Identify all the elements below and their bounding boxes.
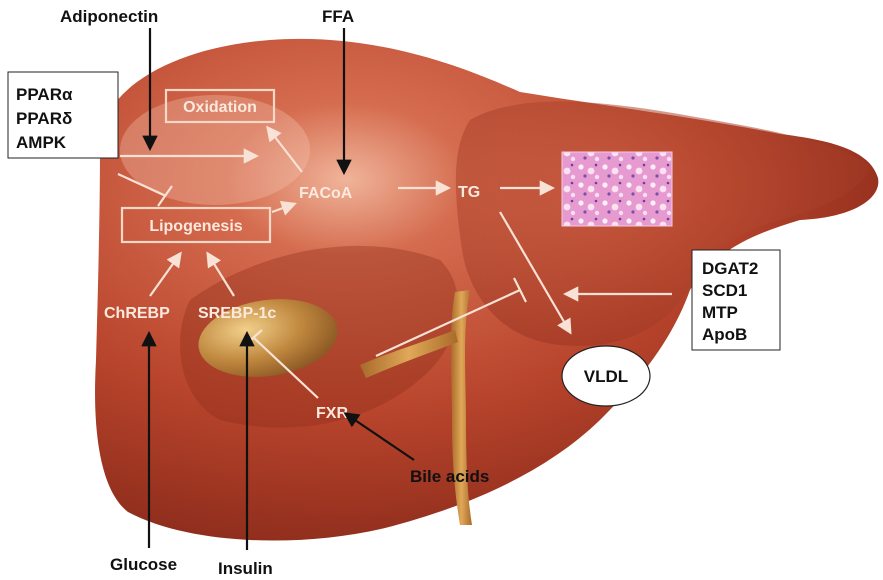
vldl-label: VLDL [584, 367, 628, 386]
oxidation-label: Oxidation [183, 99, 257, 116]
facoa-label: FACoA [299, 185, 353, 202]
bile-acids-label: Bile acids [410, 467, 489, 486]
mtp-label: MTP [702, 303, 738, 322]
adiponectin-label: Adiponectin [60, 7, 158, 26]
ampk-label: AMPK [16, 133, 67, 152]
ffa-label: FFA [322, 7, 354, 26]
tg-label: TG [458, 184, 480, 201]
ppar-delta-label: PPARδ [16, 109, 72, 128]
scd1-label: SCD1 [702, 281, 747, 300]
fxr-label: FXR [316, 405, 348, 422]
glucose-label: Glucose [110, 555, 177, 574]
srebp1c-label: SREBP-1c [198, 305, 276, 322]
histology-image [562, 152, 672, 226]
lipogenesis-label: Lipogenesis [149, 218, 242, 235]
dgat2-label: DGAT2 [702, 259, 758, 278]
ppar-alpha-label: PPARα [16, 85, 73, 104]
chrebp-label: ChREBP [104, 305, 170, 322]
insulin-label: Insulin [218, 559, 273, 578]
apob-label: ApoB [702, 325, 747, 344]
